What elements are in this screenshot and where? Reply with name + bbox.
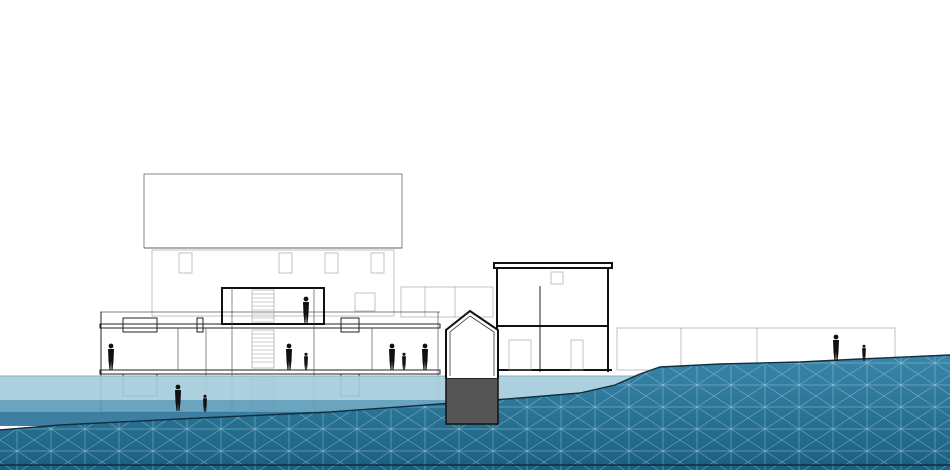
right-block-door: [570, 339, 584, 371]
person-figure: [286, 343, 292, 370]
right-block-door: [508, 339, 532, 371]
pitched-roof-pavilion: [445, 309, 499, 425]
background-building-facade: [151, 249, 395, 317]
side-block: [400, 286, 494, 318]
people-figures: [108, 296, 866, 412]
stair-tower: [221, 287, 325, 325]
right-block-section: [493, 262, 613, 372]
terrain-profile-line: [0, 354, 950, 431]
pavilion-house-outline: [445, 309, 499, 378]
person-figure: [303, 296, 309, 323]
background-building-roof: [143, 173, 403, 249]
person-figure-child: [402, 352, 406, 370]
person-figure-child: [203, 394, 207, 412]
person-figure-child: [862, 344, 866, 362]
pavilion-inner-outline: [449, 315, 495, 376]
pavilion-submerged-base: [445, 377, 499, 425]
person-figure: [108, 343, 114, 370]
beam: [340, 317, 360, 333]
facade-window: [354, 292, 376, 312]
facade-window: [178, 252, 193, 274]
background-building: [143, 173, 494, 318]
right-block-roof: [493, 262, 613, 269]
facade-window: [370, 252, 385, 274]
person-figure: [422, 343, 428, 370]
ground-floor-slab: [99, 369, 441, 375]
person-figure: [175, 384, 181, 411]
right-block-window: [550, 271, 564, 285]
beam: [196, 317, 204, 333]
facade-window: [278, 252, 293, 274]
beam: [122, 317, 158, 333]
person-figure-child: [304, 352, 308, 370]
person-figure: [833, 334, 839, 361]
facade-window: [324, 252, 339, 274]
person-figure: [389, 343, 395, 370]
